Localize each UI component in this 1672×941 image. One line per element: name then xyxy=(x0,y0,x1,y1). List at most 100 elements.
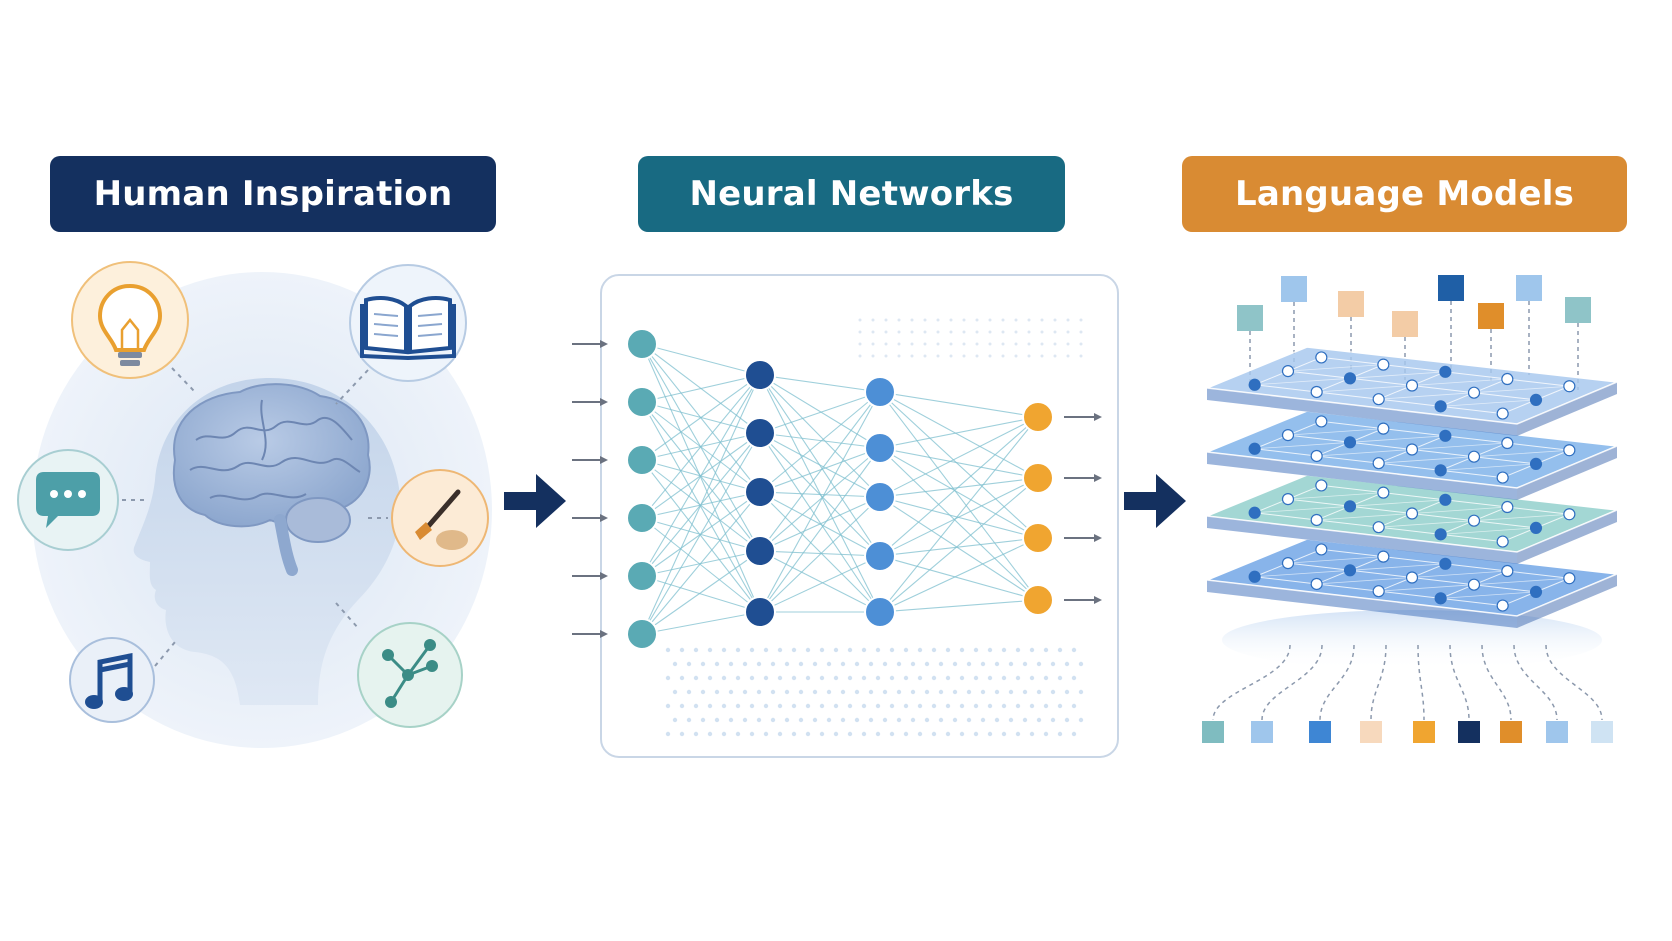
layer-link xyxy=(1411,449,1475,458)
bg-dot xyxy=(763,703,769,709)
chat-bubble-icon xyxy=(17,449,119,551)
layer-link xyxy=(1254,384,1317,393)
token-connector xyxy=(1513,644,1558,721)
layer-link xyxy=(1321,420,1384,430)
bg-dot xyxy=(962,354,966,358)
bg-dot xyxy=(1027,354,1031,358)
layer-link xyxy=(1440,591,1537,599)
network-edge xyxy=(641,343,761,376)
network-edge xyxy=(879,391,1039,479)
bg-dot xyxy=(1008,717,1014,723)
bg-dot xyxy=(721,731,727,737)
bg-dot xyxy=(931,703,937,709)
layer-link xyxy=(1507,442,1570,451)
bg-dot xyxy=(861,647,867,653)
bg-dot xyxy=(1036,717,1042,723)
layer-link xyxy=(1287,562,1351,571)
bg-dot xyxy=(1014,342,1018,346)
bg-dot xyxy=(910,354,914,358)
bg-dot xyxy=(798,661,804,667)
layer-node xyxy=(1434,464,1447,477)
network-edge xyxy=(641,401,761,613)
bg-dot xyxy=(749,703,755,709)
bg-dot xyxy=(749,647,755,653)
bg-dot xyxy=(868,661,874,667)
bg-dot xyxy=(1057,731,1063,737)
bg-dot xyxy=(1064,661,1070,667)
bg-dot xyxy=(882,689,888,695)
bg-dot xyxy=(777,647,783,653)
bg-dot xyxy=(707,703,713,709)
layer-node xyxy=(1439,557,1452,570)
input-arrowhead xyxy=(600,572,608,580)
bg-dot xyxy=(884,318,888,322)
layer-link xyxy=(1445,499,1508,508)
network-edge xyxy=(759,496,881,552)
network-edge xyxy=(759,374,881,393)
bg-dot xyxy=(1066,354,1070,358)
output-arrowhead xyxy=(1094,534,1102,542)
layer-node xyxy=(1501,436,1514,450)
bg-dot xyxy=(1043,647,1049,653)
layer-link xyxy=(1445,563,1508,572)
bg-dot xyxy=(679,675,685,681)
bg-dot xyxy=(938,717,944,723)
layer-link xyxy=(1254,512,1317,521)
layer-link xyxy=(1440,533,1503,543)
layer-link xyxy=(1473,584,1537,593)
layer-link xyxy=(1287,428,1384,436)
network-node xyxy=(626,386,658,418)
layer-link xyxy=(1349,435,1446,443)
layer-edge xyxy=(1207,388,1517,436)
bg-dot xyxy=(777,703,783,709)
layer-link xyxy=(1287,434,1351,443)
network-node xyxy=(626,560,658,592)
bg-dot xyxy=(707,675,713,681)
icon-connectors xyxy=(122,367,388,667)
layer-link xyxy=(1411,442,1508,450)
bg-dot xyxy=(1040,342,1044,346)
layer-link xyxy=(1411,570,1508,578)
model-layers xyxy=(1206,346,1620,628)
layer-link xyxy=(1349,377,1413,386)
bg-dot xyxy=(714,717,720,723)
layer-link xyxy=(1254,377,1351,386)
bg-dot xyxy=(959,703,965,709)
network-node xyxy=(864,376,896,408)
layer-link xyxy=(1507,570,1570,579)
layer-edge xyxy=(1207,516,1517,564)
arrow-neural-to-language xyxy=(1124,474,1186,528)
layer-node xyxy=(1248,506,1261,519)
bg-dot xyxy=(805,647,811,653)
layer-node xyxy=(1405,571,1419,584)
bg-dot xyxy=(763,647,769,653)
bg-dot xyxy=(1050,661,1056,667)
bg-dot xyxy=(707,731,713,737)
layer-link xyxy=(1316,577,1413,585)
bg-dot xyxy=(910,661,916,667)
network-edge xyxy=(759,496,881,613)
bg-dot xyxy=(1071,731,1077,737)
bg-dot xyxy=(949,354,953,358)
bg-dot xyxy=(910,689,916,695)
bg-dot xyxy=(784,689,790,695)
bg-dot xyxy=(700,689,706,695)
bg-dot xyxy=(686,717,692,723)
token-connector xyxy=(1417,644,1425,721)
bg-dot xyxy=(777,731,783,737)
bg-dot xyxy=(966,689,972,695)
network-edge xyxy=(879,416,1039,498)
layer-node xyxy=(1310,513,1323,527)
layer-node xyxy=(1467,386,1481,399)
network-edge xyxy=(879,477,1039,613)
bg-dot xyxy=(903,675,909,681)
layer-node xyxy=(1372,457,1385,470)
network-edge xyxy=(641,374,761,403)
network-node xyxy=(744,476,776,508)
title-human-inspiration: Human Inspiration xyxy=(50,156,496,232)
bg-dot xyxy=(897,342,901,346)
network-edge xyxy=(879,555,1039,601)
layer-edge xyxy=(1517,574,1617,628)
paintbrush-icon xyxy=(391,469,489,567)
layer-node xyxy=(1563,572,1576,585)
